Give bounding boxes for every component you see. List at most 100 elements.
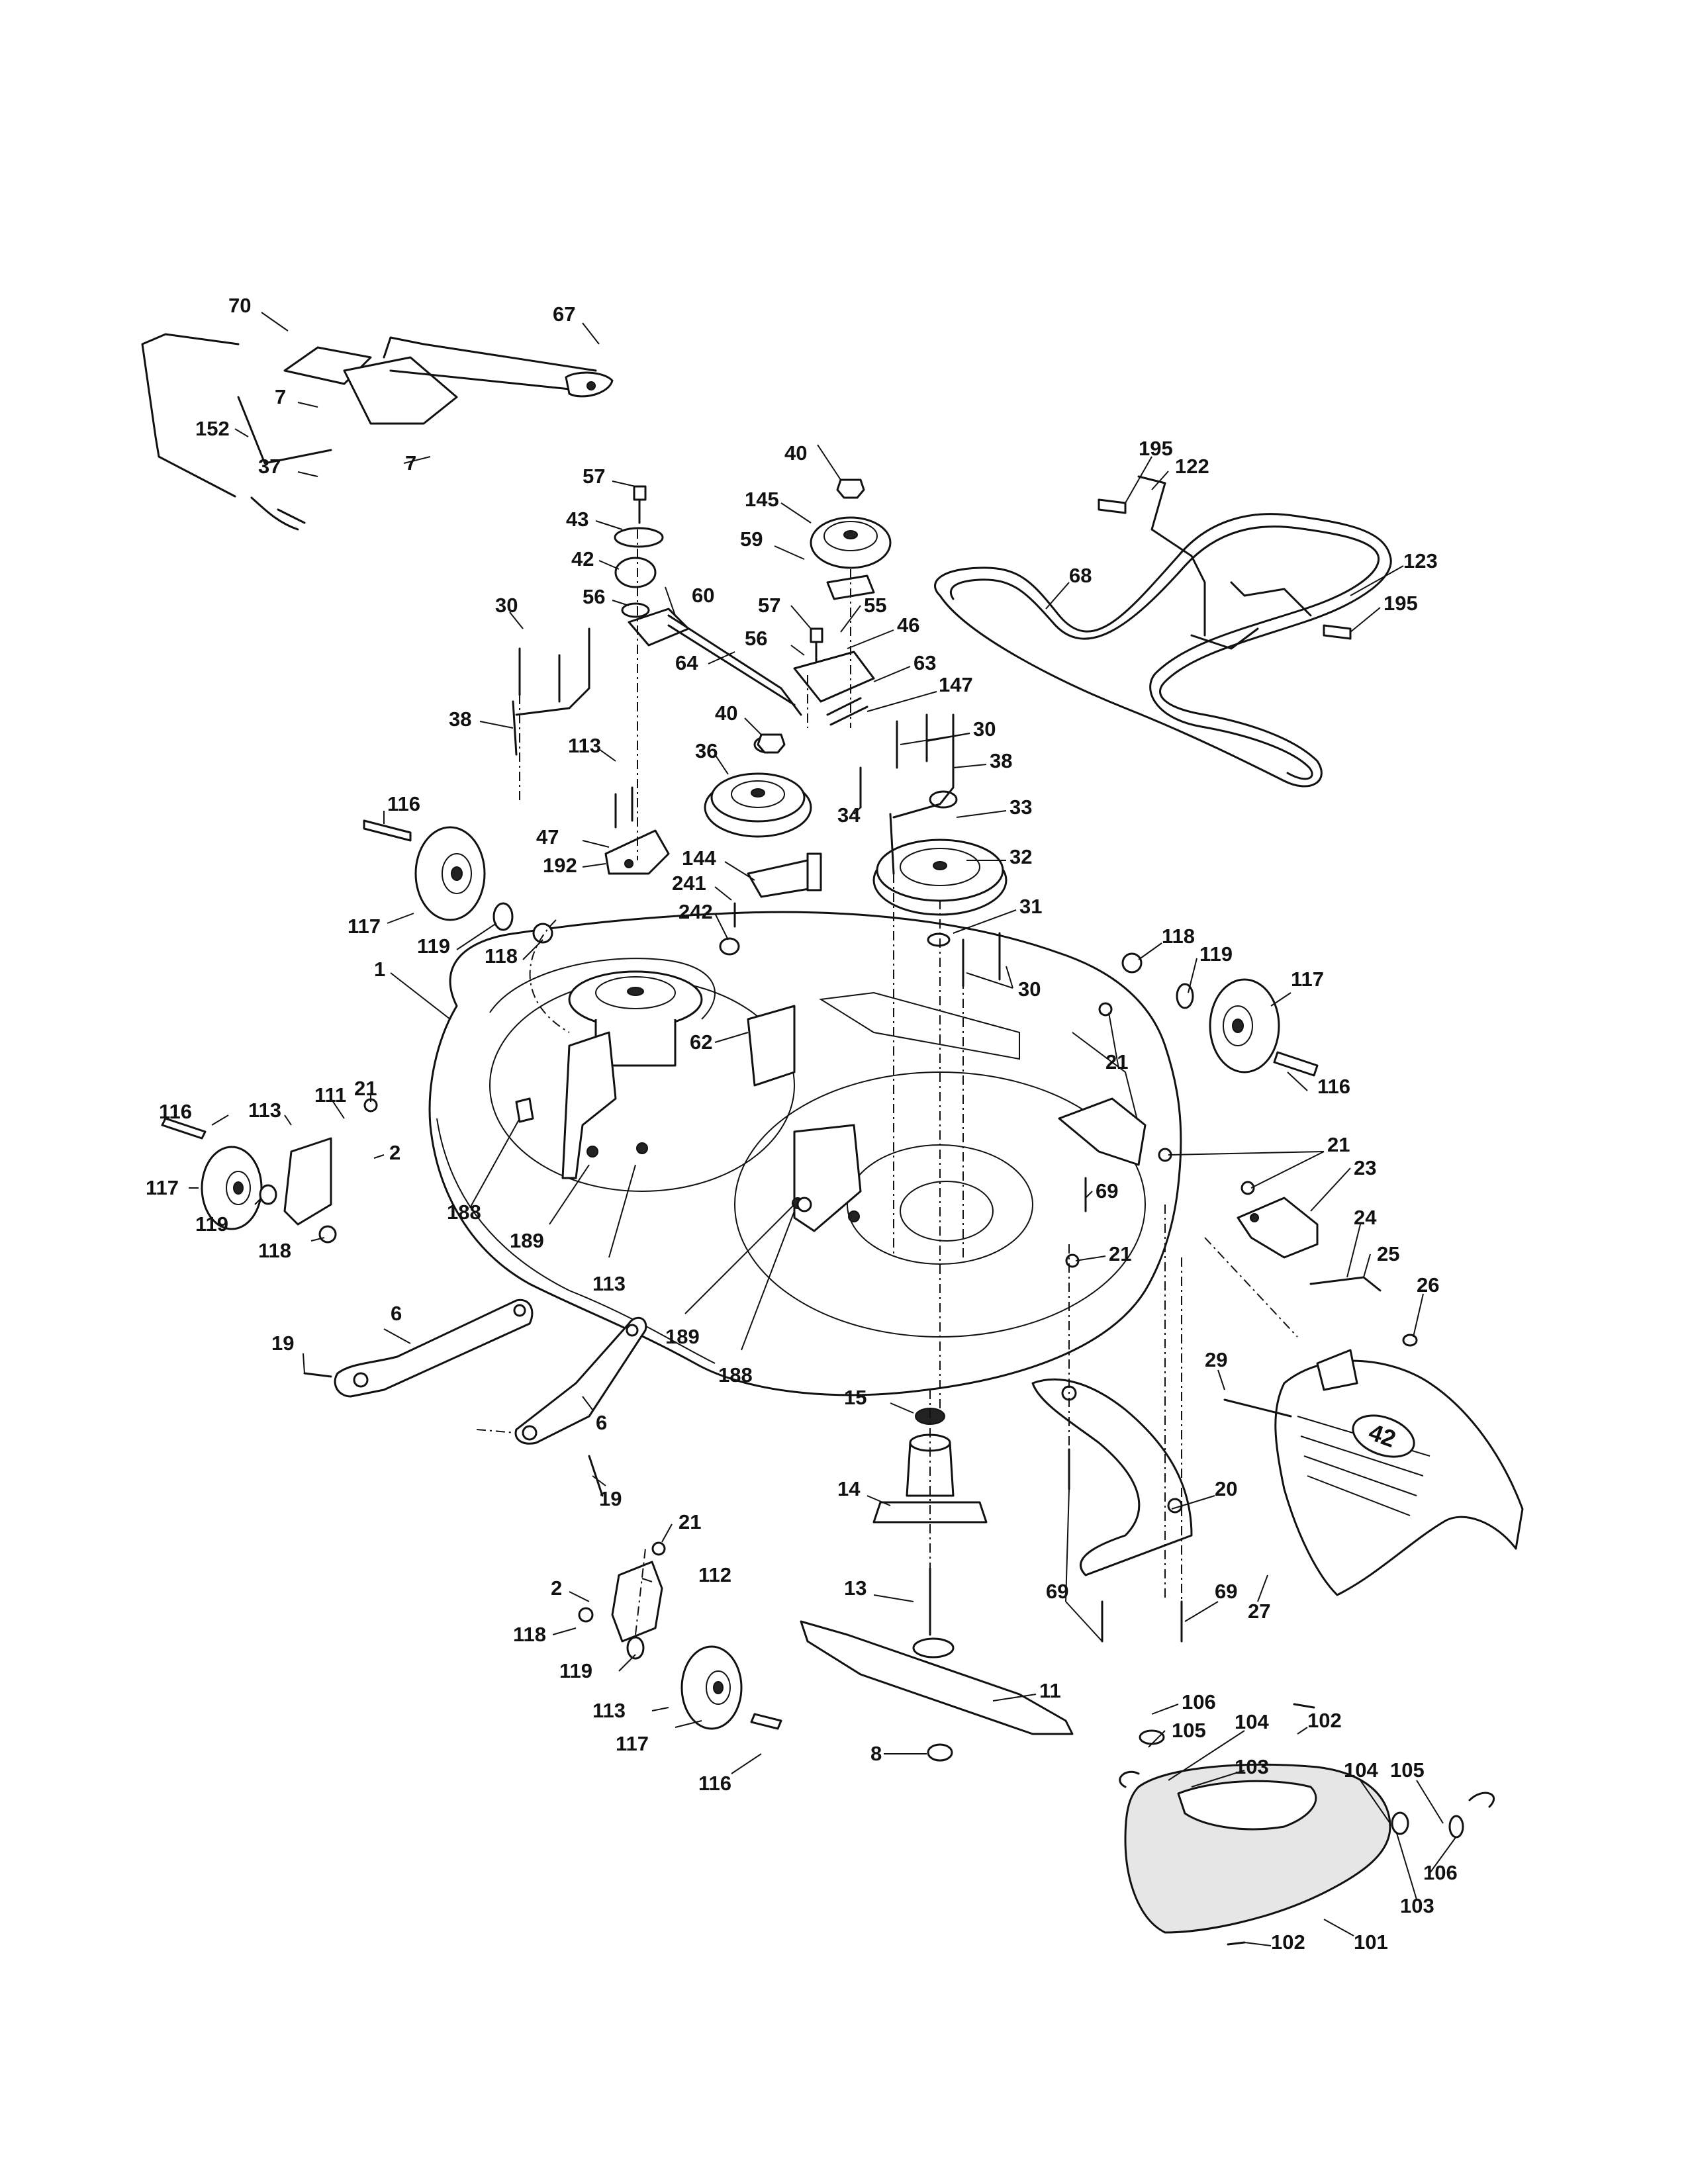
part-label: 6 bbox=[391, 1302, 402, 1325]
drive-belt bbox=[934, 513, 1392, 788]
part-label: 111 bbox=[314, 1083, 346, 1107]
part-label: 103 bbox=[1235, 1755, 1269, 1778]
part-label: 113 bbox=[592, 1272, 626, 1295]
part-label: 152 bbox=[195, 417, 230, 440]
hardware bbox=[303, 478, 1418, 1946]
wheel-117-lower bbox=[578, 1561, 782, 1730]
part-label: 119 bbox=[1199, 942, 1233, 966]
part-label: 30 bbox=[495, 594, 518, 617]
part-label: 2 bbox=[389, 1141, 400, 1164]
part-label: 13 bbox=[844, 1576, 867, 1600]
part-label: 21 bbox=[679, 1510, 701, 1533]
part-label: 38 bbox=[449, 707, 471, 731]
part-label: 7 bbox=[405, 451, 416, 475]
part-label: 116 bbox=[387, 792, 420, 815]
part-label: 56 bbox=[745, 627, 767, 650]
part-label: 105 bbox=[1172, 1719, 1206, 1742]
part-label: 188 bbox=[718, 1363, 753, 1387]
baffle-20 bbox=[1031, 1378, 1193, 1576]
part-label: 69 bbox=[1215, 1580, 1237, 1603]
part-label: 15 bbox=[844, 1386, 867, 1409]
idler-arm-assembly bbox=[614, 527, 875, 716]
part-label: 116 bbox=[159, 1100, 192, 1123]
part-label: 29 bbox=[1205, 1348, 1227, 1371]
part-label: 63 bbox=[914, 651, 936, 674]
part-label: 189 bbox=[510, 1229, 544, 1252]
part-label: 102 bbox=[1271, 1931, 1305, 1954]
part-label: 40 bbox=[715, 702, 737, 725]
mower-blade bbox=[800, 1620, 1074, 1735]
part-label: 60 bbox=[692, 584, 714, 607]
lift-arm-6-left bbox=[334, 1298, 534, 1398]
part-label: 21 bbox=[354, 1077, 377, 1100]
part-label: 106 bbox=[1423, 1861, 1458, 1884]
part-label: 119 bbox=[195, 1212, 228, 1236]
part-label: 14 bbox=[837, 1477, 861, 1500]
part-label: 36 bbox=[695, 739, 718, 762]
leader-lines bbox=[189, 312, 1457, 1946]
belt-guide-122 bbox=[1098, 475, 1352, 650]
mandrel-pulley-32 bbox=[872, 790, 1008, 947]
part-label: 42 bbox=[571, 547, 594, 570]
part-label: 1 bbox=[374, 958, 385, 981]
part-label: 64 bbox=[675, 651, 698, 674]
part-label: 32 bbox=[1009, 845, 1032, 868]
bracket-144 bbox=[747, 852, 822, 898]
part-label: 188 bbox=[447, 1201, 481, 1224]
part-label: 30 bbox=[1018, 978, 1041, 1001]
part-label: 19 bbox=[599, 1487, 622, 1510]
chute-bracket-23 bbox=[1237, 1197, 1319, 1259]
part-label: 144 bbox=[682, 846, 716, 870]
part-label: 59 bbox=[740, 527, 763, 551]
part-label: 69 bbox=[1046, 1580, 1068, 1603]
part-label: 116 bbox=[1317, 1075, 1350, 1098]
part-label: 56 bbox=[583, 585, 605, 608]
part-label: 117 bbox=[1291, 968, 1324, 991]
part-label: 117 bbox=[146, 1176, 179, 1199]
wheel-117-left bbox=[161, 1117, 337, 1244]
part-label: 104 bbox=[1235, 1710, 1269, 1733]
part-label: 43 bbox=[566, 508, 588, 531]
part-label: 118 bbox=[485, 944, 518, 968]
part-label: 2 bbox=[551, 1576, 562, 1600]
part-label: 117 bbox=[348, 915, 381, 938]
part-label: 118 bbox=[258, 1239, 291, 1262]
idler-pulley-36 bbox=[704, 735, 812, 838]
mulch-cover-101 bbox=[1119, 1729, 1495, 1934]
part-label: 37 bbox=[258, 455, 281, 478]
part-label: 68 bbox=[1069, 564, 1092, 587]
part-label: 57 bbox=[583, 465, 605, 488]
part-label: 38 bbox=[990, 749, 1012, 772]
part-label: 113 bbox=[248, 1099, 281, 1122]
part-label: 189 bbox=[665, 1325, 700, 1348]
deck-housing bbox=[428, 911, 1182, 1396]
part-label: 21 bbox=[1109, 1242, 1131, 1265]
part-label: 103 bbox=[1400, 1894, 1434, 1917]
part-label: 192 bbox=[543, 854, 577, 877]
part-label: 24 bbox=[1354, 1206, 1377, 1229]
part-label: 20 bbox=[1215, 1477, 1237, 1500]
centerlines bbox=[476, 529, 1298, 1635]
part-label: 104 bbox=[1344, 1758, 1378, 1782]
idler-pulley-145 bbox=[810, 516, 892, 600]
part-label: 46 bbox=[897, 614, 919, 637]
part-label: 62 bbox=[690, 1030, 712, 1054]
part-label: 241 bbox=[672, 872, 706, 895]
part-label: 19 bbox=[271, 1332, 294, 1355]
part-label: 11 bbox=[1039, 1679, 1061, 1702]
chute-spring-25 bbox=[1309, 1276, 1382, 1292]
part-label: 102 bbox=[1307, 1709, 1342, 1732]
part-label: 106 bbox=[1182, 1690, 1216, 1713]
part-label: 57 bbox=[758, 594, 780, 617]
part-label: 31 bbox=[1019, 895, 1042, 918]
part-label: 7 bbox=[275, 385, 286, 408]
part-label: 55 bbox=[864, 594, 886, 617]
part-label: 40 bbox=[784, 441, 807, 465]
part-label: 27 bbox=[1248, 1600, 1270, 1623]
part-label: 6 bbox=[596, 1411, 607, 1434]
part-label: 69 bbox=[1096, 1179, 1118, 1203]
part-label: 23 bbox=[1354, 1156, 1376, 1179]
part-label: 123 bbox=[1403, 549, 1438, 572]
part-label: 67 bbox=[553, 302, 575, 326]
